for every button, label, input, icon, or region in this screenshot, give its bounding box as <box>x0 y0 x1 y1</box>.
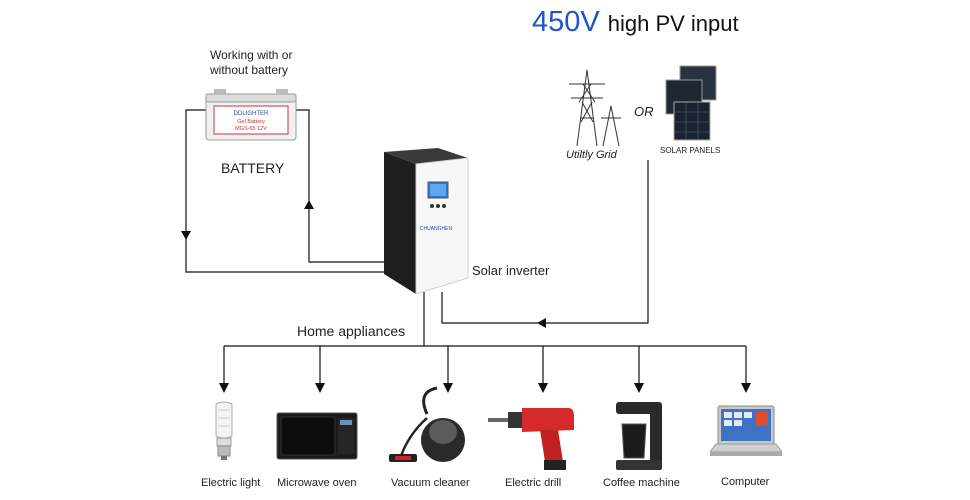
arrow-light <box>219 383 229 393</box>
title-rest: high PV input <box>607 11 739 36</box>
arrow-battery-up <box>304 200 314 209</box>
arrow-vacuum <box>443 383 453 393</box>
home-appliances-label: Home appliances <box>297 323 406 339</box>
battery-spec-line2: MGS-65 12V <box>235 126 267 132</box>
utility-grid-icon <box>569 69 621 147</box>
battery-note-line1: Working with or <box>210 48 293 62</box>
vacuum-cleaner-icon <box>389 386 465 462</box>
appliance-label-3: Vacuum cleaner <box>391 477 470 489</box>
or-label: OR <box>634 104 654 119</box>
battery-note-line2: without battery <box>210 63 289 77</box>
battery-discharge-line <box>185 109 386 273</box>
battery-brand: DDLIGHTER <box>234 111 269 117</box>
diagram-title: 450V high PV input <box>532 6 739 39</box>
arrow-battery-down <box>181 231 191 240</box>
arrow-coffee <box>634 383 644 393</box>
appliance-label-6: Computer <box>721 476 770 488</box>
microwave-oven-icon <box>276 412 358 460</box>
appliance-label-4: Electric drill <box>505 477 562 489</box>
solar-panels-label: SOLAR PANELS <box>660 146 721 155</box>
electric-light-icon <box>215 401 233 460</box>
inverter-label: Solar inverter <box>472 263 550 278</box>
arrow-computer <box>741 383 751 393</box>
arrow-microwave <box>315 383 325 393</box>
battery-image: DDLIGHTER Gel Battery MGS-65 12V <box>205 89 297 141</box>
title-voltage: 450V <box>532 6 600 38</box>
inverter-image: CHUANGHEN <box>384 148 469 295</box>
battery-label: BATTERY <box>221 160 285 176</box>
pv-input-line <box>441 160 649 324</box>
arrow-drill <box>538 383 548 393</box>
utility-grid-label: Utiltly Grid <box>566 149 617 161</box>
solar-panels-icon <box>665 65 717 141</box>
arrow-pv-left <box>537 318 546 328</box>
computer-icon <box>710 405 782 456</box>
battery-note: Working with or without battery <box>210 48 292 78</box>
appliance-label-1: Electric light <box>201 477 261 489</box>
appliance-label-2: Microwave oven <box>277 477 357 489</box>
battery-spec-line1: Gel Battery <box>237 119 265 125</box>
appliance-label-5: Coffee machine <box>603 477 680 489</box>
coffee-machine-icon <box>616 402 662 470</box>
battery-charge-line <box>296 109 386 263</box>
inverter-brand: CHUANGHEN <box>420 226 453 232</box>
electric-drill-icon <box>488 408 574 470</box>
